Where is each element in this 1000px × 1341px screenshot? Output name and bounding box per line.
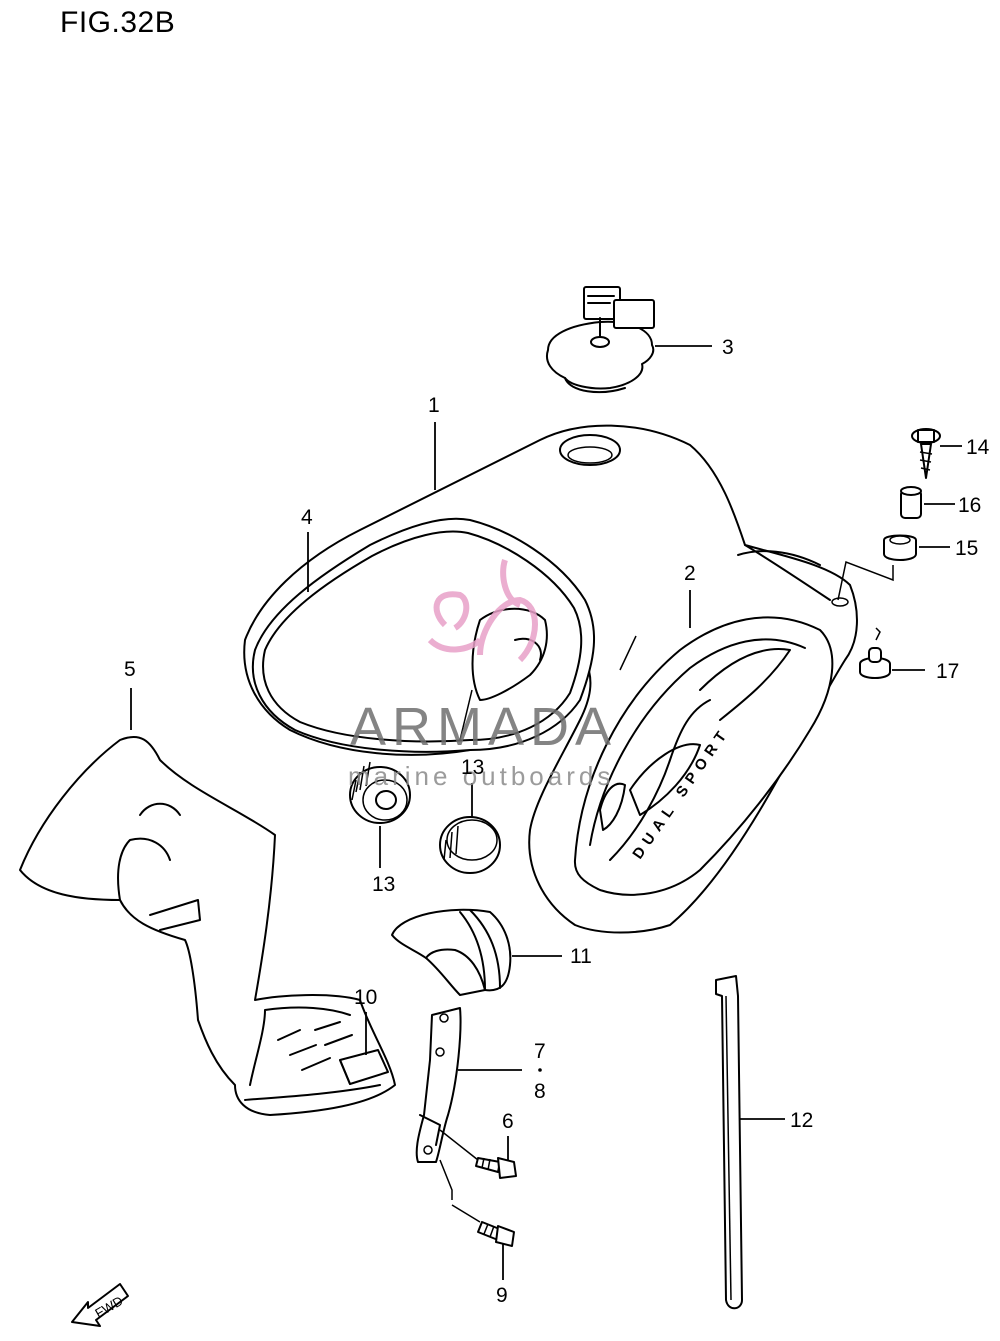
bolt-14[interactable] — [911, 428, 941, 479]
cable-tie-12[interactable] — [715, 975, 743, 1310]
watermark: ARMADA marine outboards — [348, 559, 617, 791]
callout-8: 8 — [534, 1080, 546, 1103]
callout-5: 5 — [124, 658, 136, 681]
bolt-6[interactable] — [475, 1157, 517, 1179]
callout-12: 12 — [790, 1109, 813, 1132]
tank-pad[interactable] — [251, 517, 595, 753]
callout-13-left: 13 — [372, 873, 395, 896]
callout-11: 11 — [570, 945, 592, 968]
callout-10: 10 — [354, 986, 377, 1009]
callout-13-right: 13 — [461, 756, 484, 779]
callout-15: 15 — [955, 537, 978, 560]
callout-6: 6 — [502, 1110, 514, 1133]
callout-4: 4 — [301, 506, 313, 529]
watermark-tagline: marine outboards — [348, 761, 614, 791]
callout-17: 17 — [936, 660, 959, 683]
callout-7: 7 — [534, 1040, 546, 1063]
callout-3: 3 — [722, 336, 734, 359]
figure-title: FIG.32B — [60, 6, 176, 39]
bolt-9[interactable] — [477, 1221, 515, 1247]
grommet-17[interactable] — [859, 647, 891, 679]
cushion-15[interactable] — [883, 534, 917, 561]
rubber-cushion-11[interactable] — [391, 908, 512, 996]
callout-9: 9 — [496, 1284, 508, 1307]
fuel-cap[interactable] — [546, 286, 655, 394]
cushion-13-left[interactable] — [349, 761, 411, 824]
callout-1: 1 — [428, 394, 440, 417]
fwd-arrow-icon: FWD — [71, 1283, 129, 1327]
watermark-brand: ARMADA — [350, 697, 617, 757]
collar-16[interactable] — [900, 486, 922, 519]
callout-16: 16 — [958, 494, 981, 517]
bracket-7-8[interactable] — [415, 1007, 462, 1163]
side-cover[interactable] — [19, 735, 396, 1116]
callout-14: 14 — [966, 436, 990, 459]
tank-emblem[interactable]: DUAL SPORT — [573, 616, 834, 896]
callout-2: 2 — [684, 562, 696, 585]
cushion-13-right[interactable] — [439, 816, 501, 874]
watermark-logo — [427, 559, 538, 663]
